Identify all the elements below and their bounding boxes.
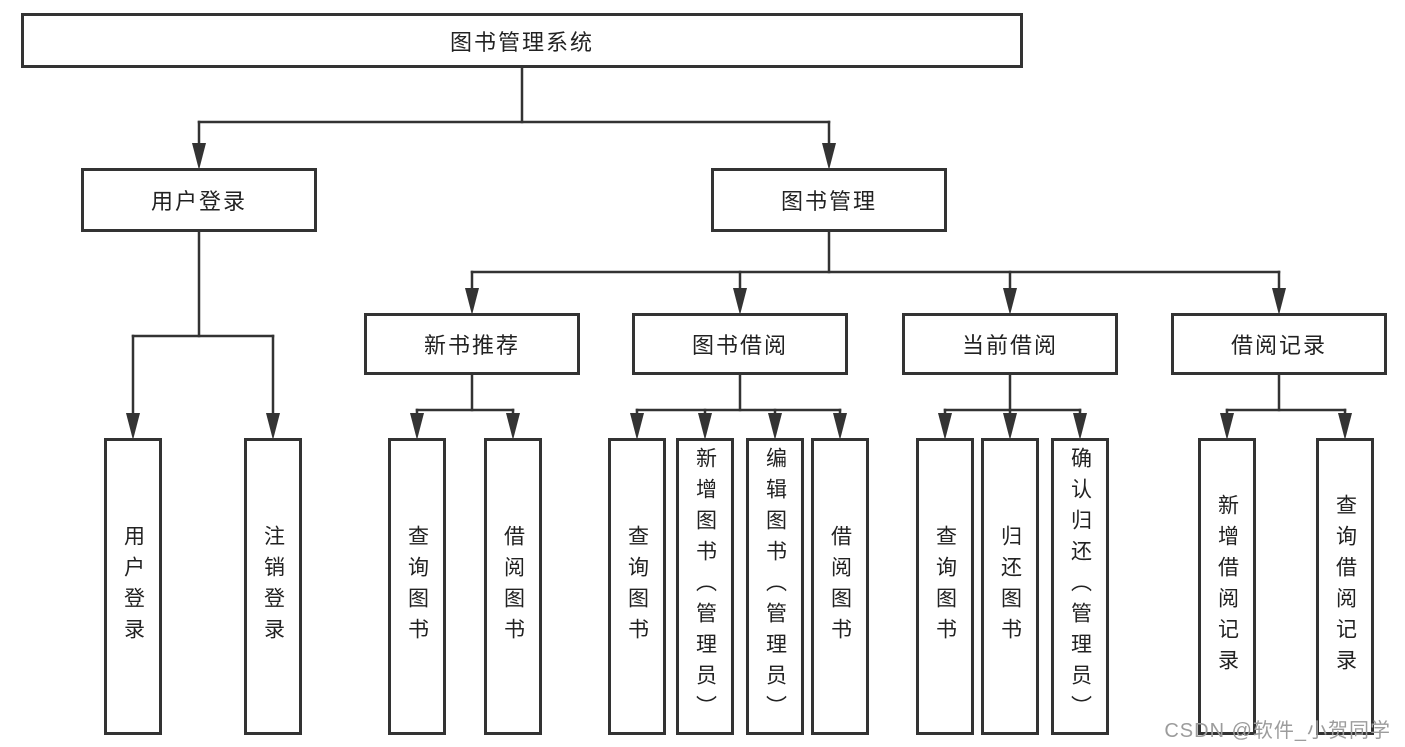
diagram-node-label: 当前借阅 [961,333,1058,358]
diagram-node-leaf-cb-query: 查询图书 [916,438,974,735]
diagram-node-label: 借阅记录 [1230,333,1327,358]
diagram-node-book-borrow: 图书借阅 [632,313,848,375]
diagram-node-leaf-cb-confirm: 确认归还（管理员） [1051,438,1109,735]
diagram-node-label: 新增借阅记录 [1215,493,1239,680]
diagram-node-label: 查询借阅记录 [1333,493,1357,680]
diagram-node-label: 图书管理 [780,189,877,214]
diagram-node-label: 借阅图书 [828,524,852,649]
diagram-node-label: 查询图书 [405,524,429,649]
diagram-node-label: 借阅图书 [501,524,525,649]
diagram-node-label: 图书管理系统 [449,29,594,55]
diagram-node-current-borrow: 当前借阅 [902,313,1118,375]
diagram-node-borrow-records: 借阅记录 [1171,313,1387,375]
diagram-node-leaf-br-add: 新增借阅记录 [1198,438,1256,735]
diagram-node-user-login: 用户登录 [81,168,317,232]
diagram-node-label: 新书推荐 [423,333,520,358]
diagram-node-leaf-bb-query: 查询图书 [608,438,666,735]
diagram-node-root: 图书管理系统 [21,13,1023,68]
diagram-node-label: 新增图书（管理员） [693,447,717,726]
diagram-node-leaf-user-login: 用户登录 [104,438,162,735]
diagram-node-leaf-nb-borrow: 借阅图书 [484,438,542,735]
diagram-node-leaf-cb-return: 归还图书 [981,438,1039,735]
diagram-node-label: 用户登录 [121,524,145,649]
diagram-node-book-mgmt: 图书管理 [711,168,947,232]
diagram-node-label: 查询图书 [625,524,649,649]
diagram-node-leaf-bb-add: 新增图书（管理员） [676,438,734,735]
diagram-node-leaf-logout: 注销登录 [244,438,302,735]
diagram-node-label: 归还图书 [998,524,1022,649]
diagram-node-label: 查询图书 [933,524,957,649]
diagram-node-label: 注销登录 [261,524,285,649]
diagram-node-leaf-bb-borrow: 借阅图书 [811,438,869,735]
diagram-node-label: 用户登录 [150,189,247,214]
diagram-node-label: 图书借阅 [691,333,788,358]
diagram-node-label: 编辑图书（管理员） [763,447,787,726]
diagram-node-leaf-bb-edit: 编辑图书（管理员） [746,438,804,735]
diagram-node-new-book-rec: 新书推荐 [364,313,580,375]
diagram-node-label: 确认归还（管理员） [1068,447,1092,726]
diagram-node-leaf-br-query: 查询借阅记录 [1316,438,1374,735]
watermark: CSDN @软件_小贺同学 [1164,720,1391,742]
diagram-node-leaf-nb-query: 查询图书 [388,438,446,735]
